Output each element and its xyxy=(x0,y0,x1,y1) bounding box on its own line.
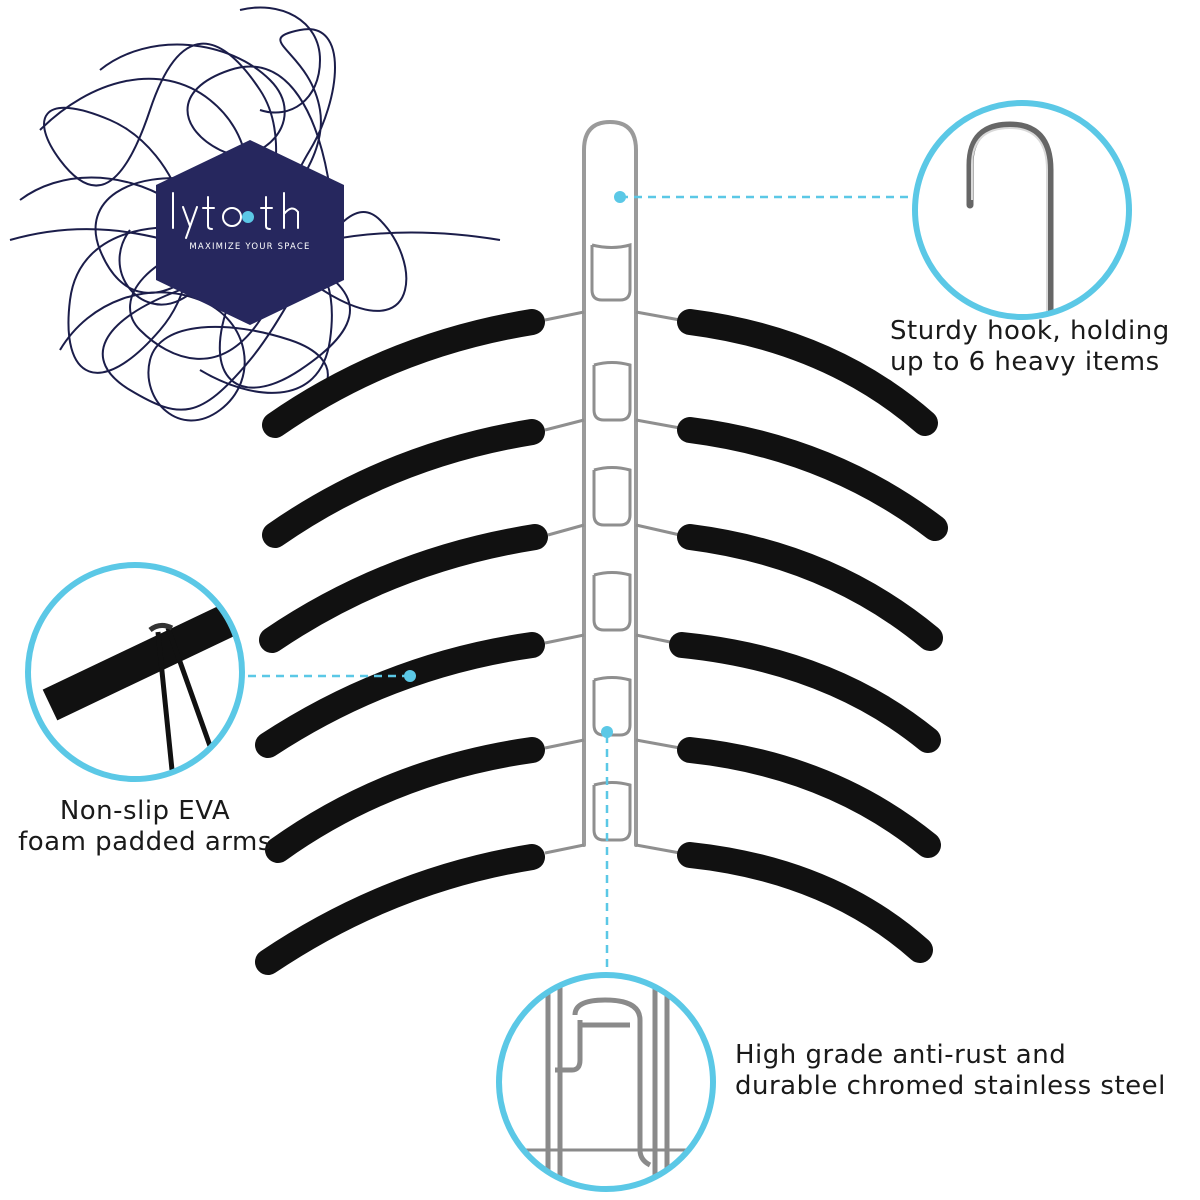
callout-steel-text: High grade anti-rust and durable chromed… xyxy=(735,1040,1195,1102)
callout-arms-line-1: Non-slip EVA xyxy=(59,796,231,826)
callout-steel-line-2: durable chromed stainless steel xyxy=(735,1071,1166,1101)
arm-right-2 xyxy=(677,417,948,541)
hanger-hook xyxy=(582,119,638,247)
arm-left-5 xyxy=(265,737,545,863)
zoom-circle-hook xyxy=(912,100,1132,320)
callout-dot-arms xyxy=(404,670,416,682)
zoom-circle-arms xyxy=(25,562,245,782)
callout-dots xyxy=(404,191,626,738)
brand-wordmark xyxy=(172,192,299,239)
arm-left-6 xyxy=(255,844,545,975)
callout-lines xyxy=(248,195,915,975)
arm-left-2 xyxy=(262,419,545,548)
arm-right-5 xyxy=(677,737,941,858)
brand-logo: MAXIMIZE YOUR SPACE xyxy=(156,140,344,325)
arm-left-1 xyxy=(262,309,545,438)
arm-left-4 xyxy=(255,632,545,758)
callout-hook-line-2: up to 6 heavy items xyxy=(890,347,1160,377)
arm-right-1 xyxy=(677,309,938,436)
logo-dot-icon xyxy=(242,211,254,223)
zoom-circle-steel xyxy=(496,972,716,1192)
callout-arms-line-2: foam padded arms xyxy=(18,827,272,857)
hanger-links xyxy=(544,243,681,855)
callout-hook-line-1: Sturdy hook, holding xyxy=(890,316,1170,346)
callout-arms-text: Non-slip EVA foam padded arms xyxy=(10,796,280,858)
callout-hook-text: Sturdy hook, holding up to 6 heavy items xyxy=(890,316,1190,378)
callout-dot-steel xyxy=(601,726,613,738)
callout-dot-hook xyxy=(614,191,626,203)
arm-right-3 xyxy=(677,524,943,651)
padded-arms xyxy=(255,309,948,975)
hanger-frame xyxy=(582,119,638,847)
arm-right-6 xyxy=(677,842,933,963)
arm-left-3 xyxy=(259,524,548,653)
arm-right-4 xyxy=(669,632,941,753)
brand-tagline: MAXIMIZE YOUR SPACE xyxy=(189,242,310,252)
hexagon-badge xyxy=(156,140,344,325)
callout-steel-line-1: High grade anti-rust and xyxy=(735,1040,1067,1070)
